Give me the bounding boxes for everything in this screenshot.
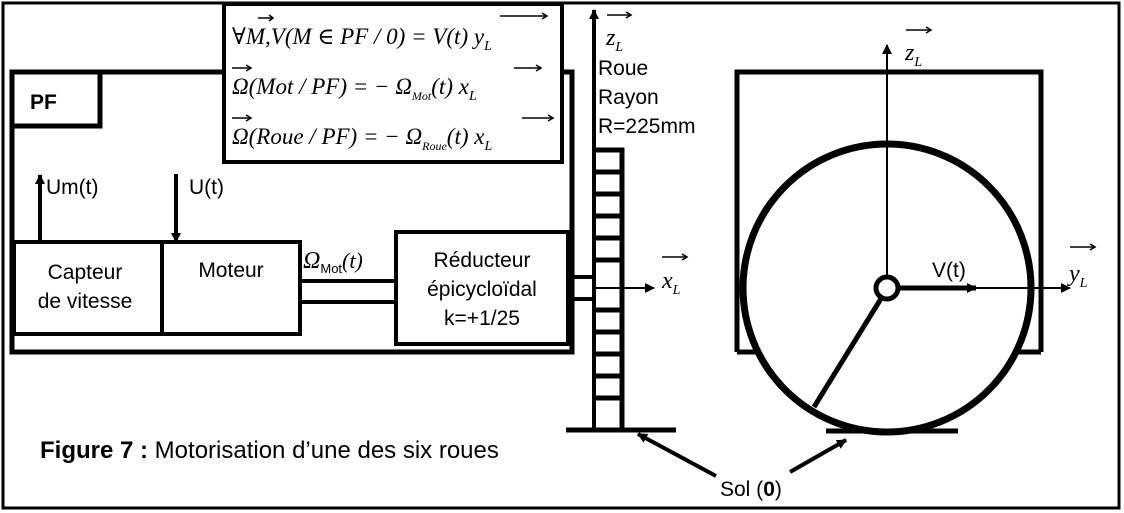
equation-3: Ω(Roue / PF) = − ΩRoue(t) xL — [232, 124, 492, 154]
figure-caption: Figure 7 : Motorisation d’une des six ro… — [40, 437, 499, 464]
velocity-label: V(t) — [932, 259, 966, 282]
equation-vector-bars — [232, 12, 555, 122]
y-axis-label: yL — [1067, 261, 1088, 291]
wheel-side-rungs — [592, 147, 624, 401]
reducteur-label-3: k=+1/25 — [444, 307, 520, 330]
wheel-spoke — [811, 295, 885, 409]
sol-arrow-right — [789, 438, 847, 474]
capteur-label-2: de vitesse — [38, 290, 133, 313]
um-label: Um(t) — [46, 176, 98, 199]
roue-rayon: Rayon — [598, 86, 659, 109]
u-label: U(t) — [189, 176, 224, 199]
capteur-label-1: Capteur — [48, 261, 123, 284]
z-axis-left-label: zL — [605, 25, 623, 55]
sol-arrow-left — [637, 432, 717, 478]
sol-label: Sol (0) — [720, 478, 782, 501]
roue-radius: R=225mm — [598, 115, 695, 138]
reducteur-label-2: épicycloïdal — [427, 278, 537, 301]
reducteur-block — [394, 230, 570, 346]
capteur-block — [12, 240, 164, 336]
z-axis-right-label: zL — [904, 40, 922, 70]
omega-mot-label: ΩMot(t) — [303, 248, 363, 276]
reducteur-label-1: Réducteur — [434, 249, 531, 272]
x-axis-label: xL — [661, 268, 681, 298]
pf-label-box — [9, 69, 103, 129]
equation-2: Ω(Mot / PF) = − ΩMot(t) xL — [232, 74, 477, 104]
moteur-block — [160, 240, 302, 336]
equations-box — [222, 2, 564, 164]
roue-title: Roue — [598, 57, 648, 80]
wheel-hub — [873, 274, 901, 302]
equation-1: ∀M,V(M ∈ PF / 0) = V(t) yL — [232, 24, 492, 54]
pf-label: PF — [30, 91, 57, 114]
moteur-label: Moteur — [198, 259, 263, 282]
